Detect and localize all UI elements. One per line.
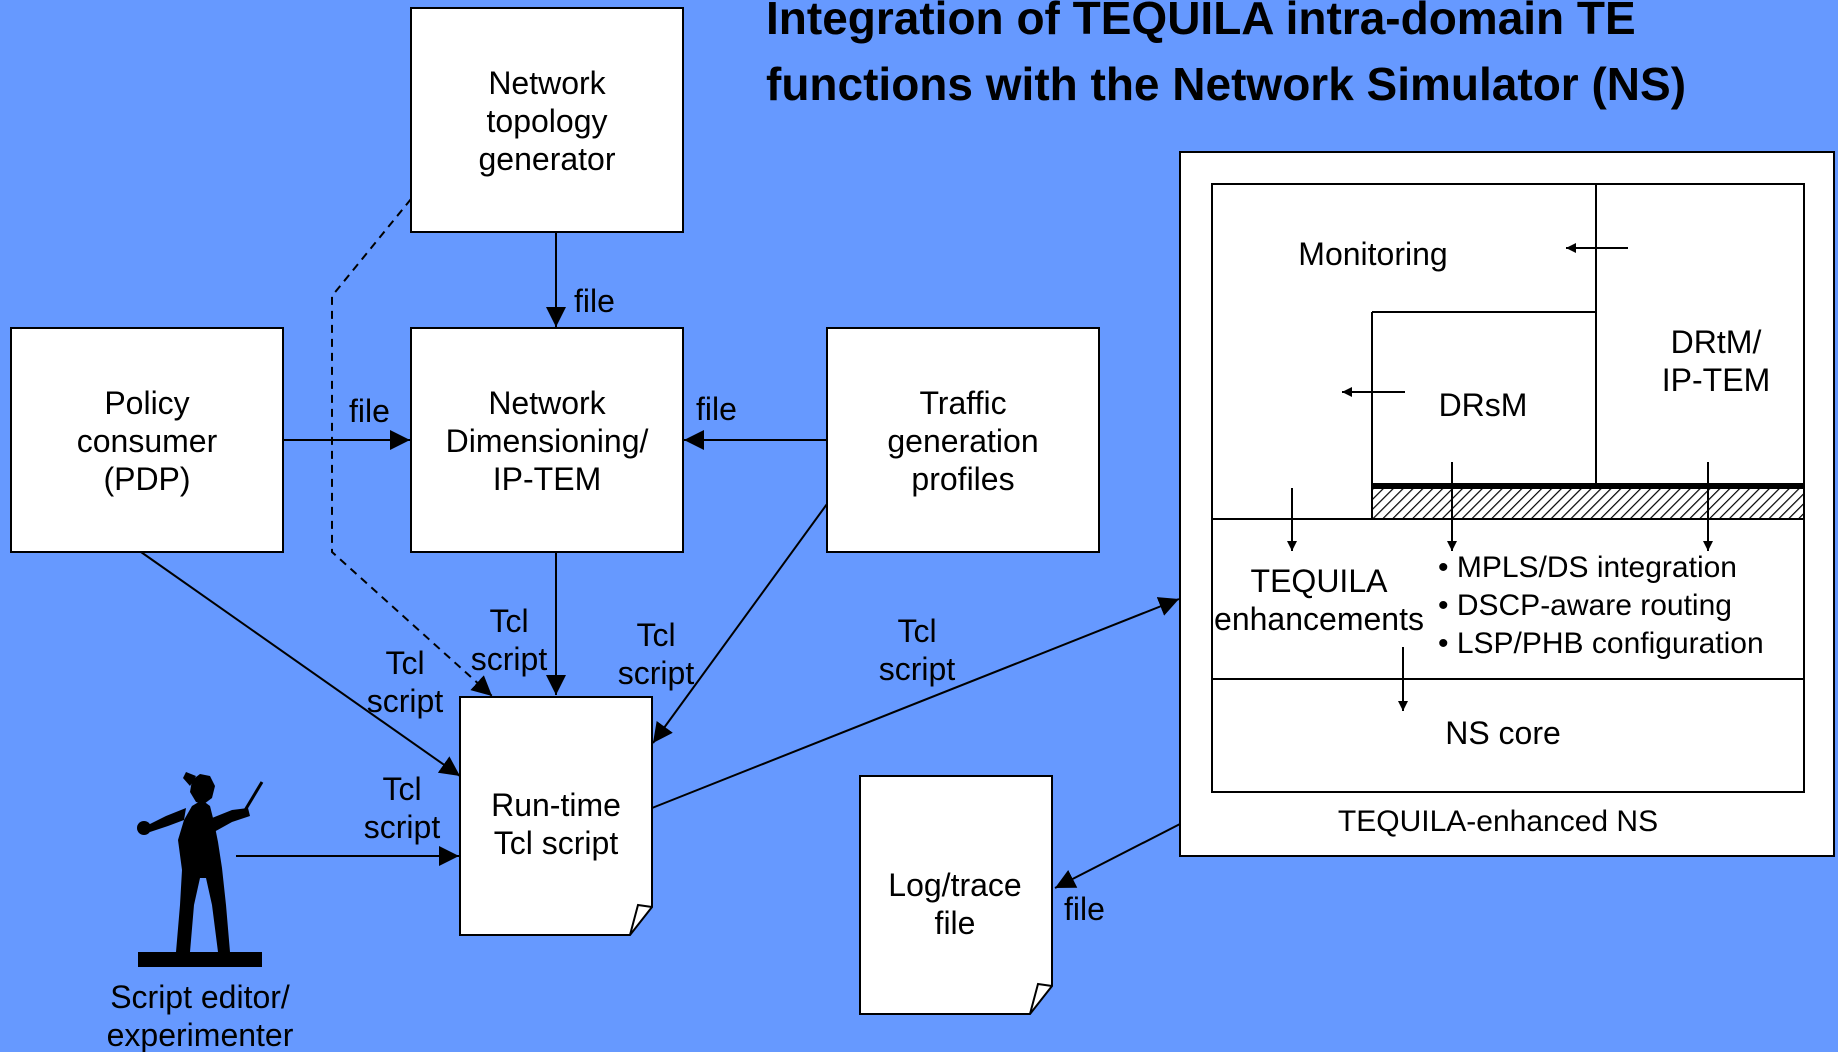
node-dimensioning-line-3: IP-TEM bbox=[493, 461, 601, 497]
node-runtime-line-1: Run-time bbox=[491, 787, 621, 823]
node-runtime-tcl-script: Run-time Tcl script bbox=[459, 696, 653, 936]
ns-feature-dscp: • DSCP-aware routing bbox=[1438, 589, 1732, 622]
ns-drsm-label: DRsM bbox=[1439, 387, 1528, 423]
edge-label-tcl-editor: Tcl bbox=[382, 771, 421, 807]
tequila-enhanced-ns-container: Monitoring DRtM/ IP-TEM DRsM TEQUILA enh… bbox=[1179, 151, 1835, 857]
node-topology-line-3: generator bbox=[479, 141, 616, 177]
node-traffic-profiles: Traffic generation profiles bbox=[826, 327, 1100, 553]
edge-label-script-ns: script bbox=[879, 651, 956, 687]
arrow-traffic-to-runtime bbox=[652, 503, 828, 744]
node-log-trace-file: Log/trace file bbox=[859, 775, 1053, 1015]
ns-drtm-line-1: DRtM/ bbox=[1671, 324, 1762, 360]
node-network-dimensioning: Network Dimensioning/ IP-TEM bbox=[410, 327, 684, 553]
conductor-figure-icon bbox=[137, 772, 264, 967]
node-runtime-line-2: Tcl script bbox=[494, 825, 619, 861]
edge-label-script-editor: script bbox=[364, 809, 441, 845]
arrow-topology-to-runtime-dashed bbox=[331, 198, 493, 697]
arrow-ns-to-log bbox=[1054, 823, 1181, 889]
node-traffic-line-3: profiles bbox=[911, 461, 1014, 497]
edge-label-file-topology: file bbox=[574, 283, 615, 319]
edge-label-tcl-dimensioning: Tcl bbox=[489, 603, 528, 639]
ns-core-label: NS core bbox=[1445, 715, 1561, 751]
edge-label-tcl-traffic: Tcl bbox=[636, 617, 675, 653]
node-topology-generator: Network topology generator bbox=[410, 7, 684, 233]
node-log-line-1: Log/trace bbox=[888, 867, 1021, 903]
node-dimensioning-line-2: Dimensioning/ bbox=[446, 423, 649, 459]
edge-label-script-traffic: script bbox=[618, 655, 695, 691]
ns-feature-mpls: • MPLS/DS integration bbox=[1438, 551, 1737, 584]
node-policy-consumer: Policy consumer (PDP) bbox=[10, 327, 284, 553]
arrow-runtime-to-ns bbox=[651, 597, 1180, 809]
node-traffic-line-2: generation bbox=[887, 423, 1038, 459]
ns-feature-lsp: • LSP/PHB configuration bbox=[1438, 627, 1764, 660]
edge-label-file-policy: file bbox=[349, 393, 390, 429]
node-topology-line-2: topology bbox=[487, 103, 608, 139]
title-line-1: Integration of TEQUILA intra-domain TE bbox=[766, 0, 1636, 44]
edge-label-script-dimensioning: script bbox=[471, 641, 548, 677]
arrow-policy-to-runtime bbox=[140, 551, 461, 777]
node-log-line-2: file bbox=[935, 905, 976, 941]
ns-enhancements-line-2: enhancements bbox=[1214, 601, 1424, 637]
node-topology-line-1: Network bbox=[488, 65, 606, 101]
ns-caption: TEQUILA-enhanced NS bbox=[1338, 805, 1658, 838]
node-policy-line-3: (PDP) bbox=[103, 461, 190, 497]
node-policy-line-1: Policy bbox=[104, 385, 189, 421]
edge-label-tcl-policy: Tcl bbox=[385, 645, 424, 681]
ns-enhancements-line-1: TEQUILA bbox=[1251, 563, 1389, 599]
node-editor-line-1: Script editor/ bbox=[110, 979, 290, 1015]
node-policy-line-2: consumer bbox=[77, 423, 218, 459]
node-editor-line-2: experimenter bbox=[107, 1017, 294, 1052]
ns-monitoring-label: Monitoring bbox=[1298, 236, 1447, 272]
edge-label-script-policy: script bbox=[367, 683, 444, 719]
node-dimensioning-line-1: Network bbox=[488, 385, 606, 421]
title-line-2: functions with the Network Simulator (NS… bbox=[766, 58, 1686, 110]
ns-drtm-line-2: IP-TEM bbox=[1662, 362, 1770, 398]
edge-label-file-log: file bbox=[1064, 891, 1105, 927]
node-traffic-line-1: Traffic bbox=[919, 385, 1006, 421]
edge-label-tcl-ns: Tcl bbox=[897, 613, 936, 649]
edge-label-file-traffic: file bbox=[696, 391, 737, 427]
